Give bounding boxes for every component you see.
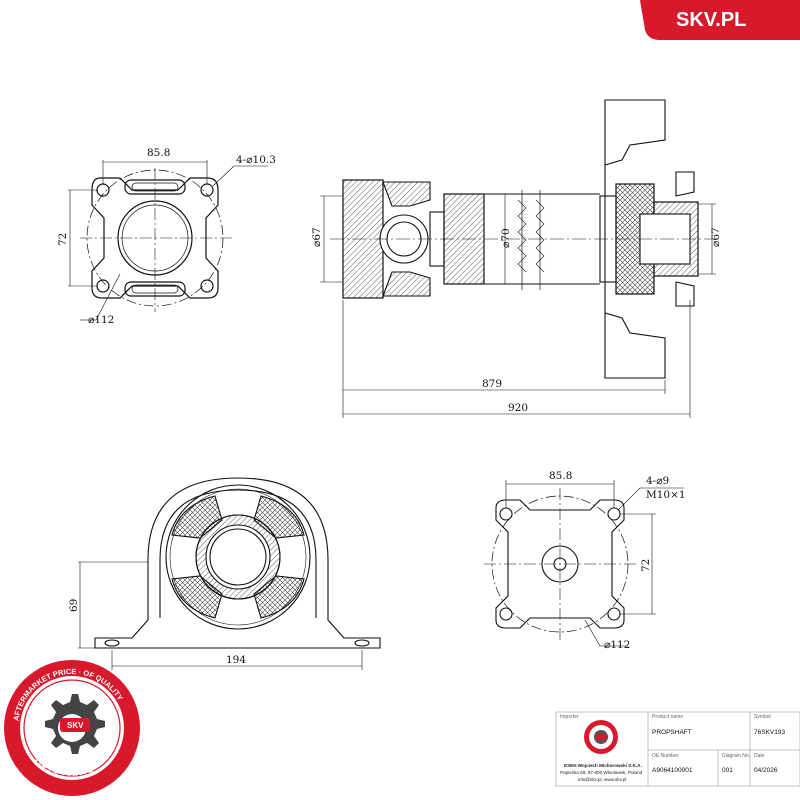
quality-seal: SKV AFTERMARKET PRICE · OF QUALITY AUTO …	[4, 660, 140, 796]
flange-end-width-dim: 85.8	[549, 470, 572, 482]
brand-tab	[640, 0, 800, 40]
flange-end-thread-dim: M10×1	[646, 489, 686, 501]
bearing-height-dim: 69	[68, 599, 80, 612]
diagram-label: Diagram No.	[722, 753, 750, 759]
flange-end-circle-dim: ⌀112	[604, 639, 630, 651]
importer-label: Importer	[560, 714, 579, 720]
flange-end-dimensions	[505, 480, 684, 647]
product-name: PROPSHAFT	[652, 729, 692, 736]
product-name-label: Product name	[652, 714, 683, 720]
flange-end-view	[484, 488, 636, 640]
diagram-number: 001	[722, 767, 733, 774]
propshaft-side-view	[330, 99, 712, 379]
flange-height-dim: 72	[57, 233, 69, 246]
brand-logo-text: SKV.PL	[676, 9, 746, 31]
flange-holes-dim: 4-⌀10.3	[236, 154, 276, 166]
flange-front-dimensions	[68, 160, 268, 321]
oe-label: OE Number	[652, 753, 679, 759]
propshaft-dimensions	[320, 194, 716, 418]
bearing-width-dim: 194	[226, 654, 246, 666]
shaft-left-dia: ⌀67	[311, 227, 323, 247]
flange-front-view	[80, 168, 232, 312]
date-label: Date	[754, 753, 765, 759]
importer-address: Papieżka 69, 87-800 Włocławek, Poland	[560, 770, 643, 775]
center-bearing-view	[94, 477, 381, 649]
flange-circle-dim: ⌀112	[88, 314, 114, 326]
flange-end-holes-dim: 4-⌀9	[646, 475, 669, 487]
oe-number: A9064100001	[652, 767, 693, 774]
shaft-length-1: 879	[482, 378, 502, 390]
bearing-dimensions	[78, 561, 363, 670]
seal-center-text: SKV	[67, 721, 84, 730]
flange-width-dim: 85.8	[147, 147, 170, 159]
shaft-right-dia: ⌀67	[710, 227, 722, 247]
date-value: 04/2026	[754, 767, 778, 774]
flange-end-height-dim: 72	[640, 559, 652, 572]
importer-company: ESEN Wojciech Michorowski S.K.A.	[564, 763, 642, 768]
importer-contact: info@skv.pl, www.skv.pl	[578, 777, 626, 782]
importer-logo	[584, 720, 618, 754]
symbol-label: Symbol	[754, 714, 771, 720]
shaft-mid-dia: ⌀70	[500, 228, 512, 248]
shaft-length-2: 920	[508, 402, 528, 414]
symbol-value: 76SKV193	[754, 729, 785, 736]
